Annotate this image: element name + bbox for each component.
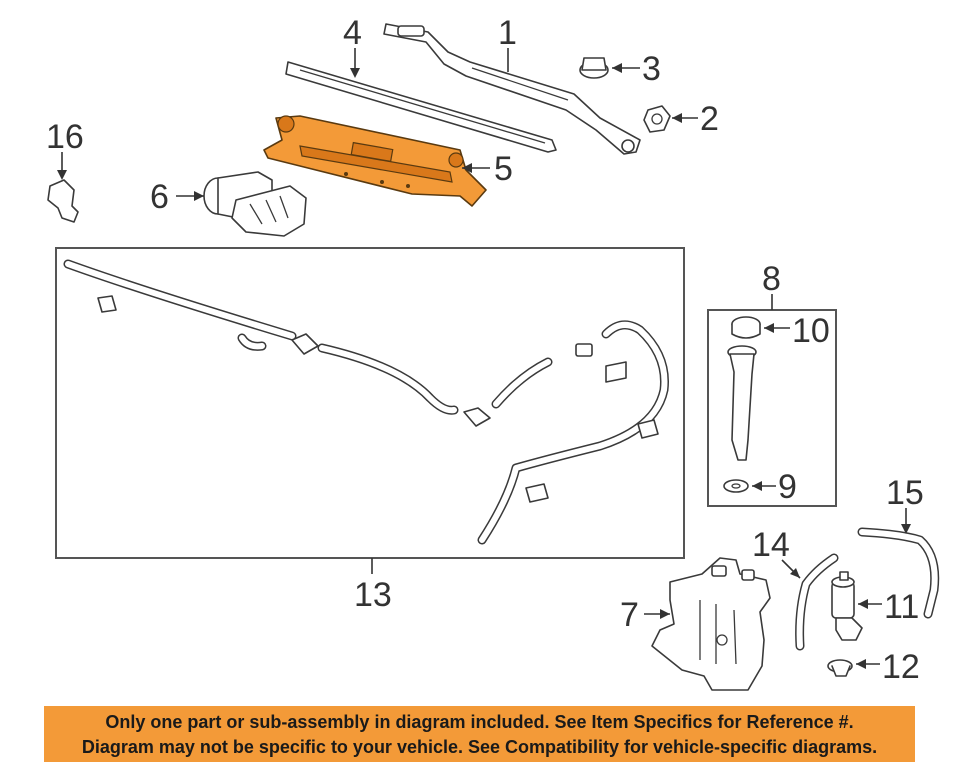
filler-cap[interactable] [731, 316, 761, 339]
callout-10: 10 [792, 312, 830, 350]
disclaimer-line-2: Diagram may not be specific to your vehi… [81, 737, 878, 757]
arm-cap[interactable] [579, 57, 609, 79]
hose-connector[interactable] [47, 179, 79, 223]
callout-1: 1 [498, 14, 517, 52]
wiper-blade[interactable] [285, 61, 557, 153]
pump-hose[interactable] [795, 553, 839, 651]
callout-5: 5 [494, 150, 513, 188]
callout-16: 16 [46, 118, 84, 156]
hose-assembly-frame [55, 247, 685, 559]
filler-seal[interactable] [723, 479, 749, 493]
washer-hose-assembly[interactable] [63, 259, 669, 545]
wiper-arm[interactable] [383, 23, 641, 155]
callout-2: 2 [700, 100, 719, 138]
callout-3: 3 [642, 50, 661, 88]
callout-7: 7 [620, 596, 639, 634]
washer-reservoir[interactable] [651, 557, 771, 691]
callout-11: 11 [884, 588, 919, 626]
parts-diagram: 4 1 3 2 5 6 [46, 14, 940, 691]
callout-4: 4 [343, 14, 362, 52]
disclaimer-banner: Only one part or sub-assembly in diagram… [44, 706, 915, 762]
disclaimer-line-1: Only one part or sub-assembly in diagram… [105, 712, 854, 732]
callout-12: 12 [882, 648, 920, 686]
filler-neck[interactable] [727, 345, 757, 461]
arm-nut[interactable] [643, 105, 671, 133]
callout-13: 13 [354, 576, 392, 614]
washer-pump[interactable] [831, 571, 863, 641]
callout-8: 8 [762, 260, 781, 298]
callout-15: 15 [886, 474, 924, 512]
pump-grommet[interactable] [827, 659, 853, 677]
wiper-motor[interactable] [203, 171, 307, 237]
wiper-transmission-highlighted[interactable] [263, 115, 487, 207]
callout-14: 14 [752, 526, 790, 564]
washer-hose[interactable] [857, 527, 940, 619]
callout-9: 9 [778, 468, 797, 506]
callout-6: 6 [150, 178, 169, 216]
